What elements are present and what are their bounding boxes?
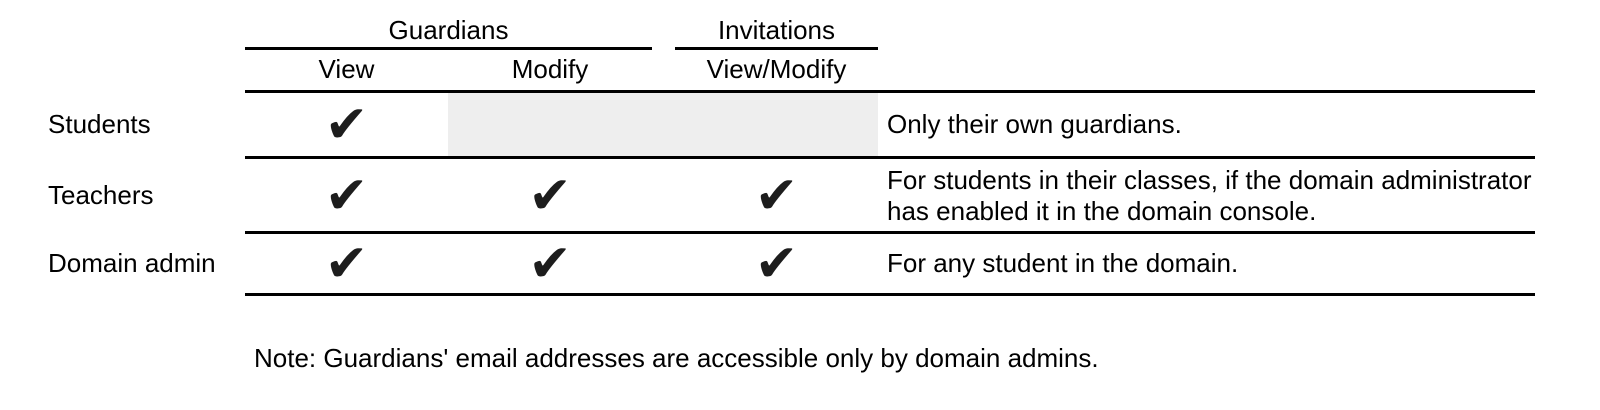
row-note-students: Only their own guardians.	[887, 109, 1182, 139]
row-separator	[245, 231, 1535, 234]
row-note-teachers: For students in their classes, if the do…	[887, 164, 1532, 226]
column-group-guardians: Guardians	[388, 15, 509, 45]
row-label-domain-admin: Domain admin	[48, 248, 216, 278]
students-unavailable-cell	[448, 93, 878, 156]
check-icon: ✔	[754, 233, 799, 294]
table-row-students: Students ✔ Only their own guardians.	[0, 93, 1600, 156]
check-icon: ✔	[528, 165, 572, 226]
check-icon: ✔	[324, 165, 369, 226]
table-row-teachers: Teachers ✔ ✔ ✔ For students in their cla…	[0, 160, 1600, 231]
column-group-invitations: Invitations	[717, 15, 836, 45]
table-bottom-rule	[245, 293, 1535, 296]
column-header-modify: Modify	[511, 54, 589, 84]
row-label-teachers: Teachers	[48, 180, 154, 210]
table-row-domain-admin: Domain admin ✔ ✔ ✔ For any student in th…	[0, 234, 1600, 293]
row-label-students: Students	[48, 109, 151, 139]
guardians-group-underline	[245, 47, 652, 50]
check-icon: ✔	[324, 233, 369, 294]
column-header-view: View	[318, 54, 375, 84]
header-bottom-rule	[245, 90, 1535, 93]
column-header-view-modify: View/Modify	[706, 54, 847, 84]
check-icon: ✔	[324, 94, 369, 155]
check-icon: ✔	[528, 233, 572, 294]
check-icon: ✔	[754, 165, 799, 226]
invitations-group-underline	[675, 47, 878, 50]
row-note-domain-admin: For any student in the domain.	[887, 248, 1239, 278]
row-separator	[245, 156, 1535, 159]
footnote: Note: Guardians' email addresses are acc…	[254, 343, 1099, 373]
